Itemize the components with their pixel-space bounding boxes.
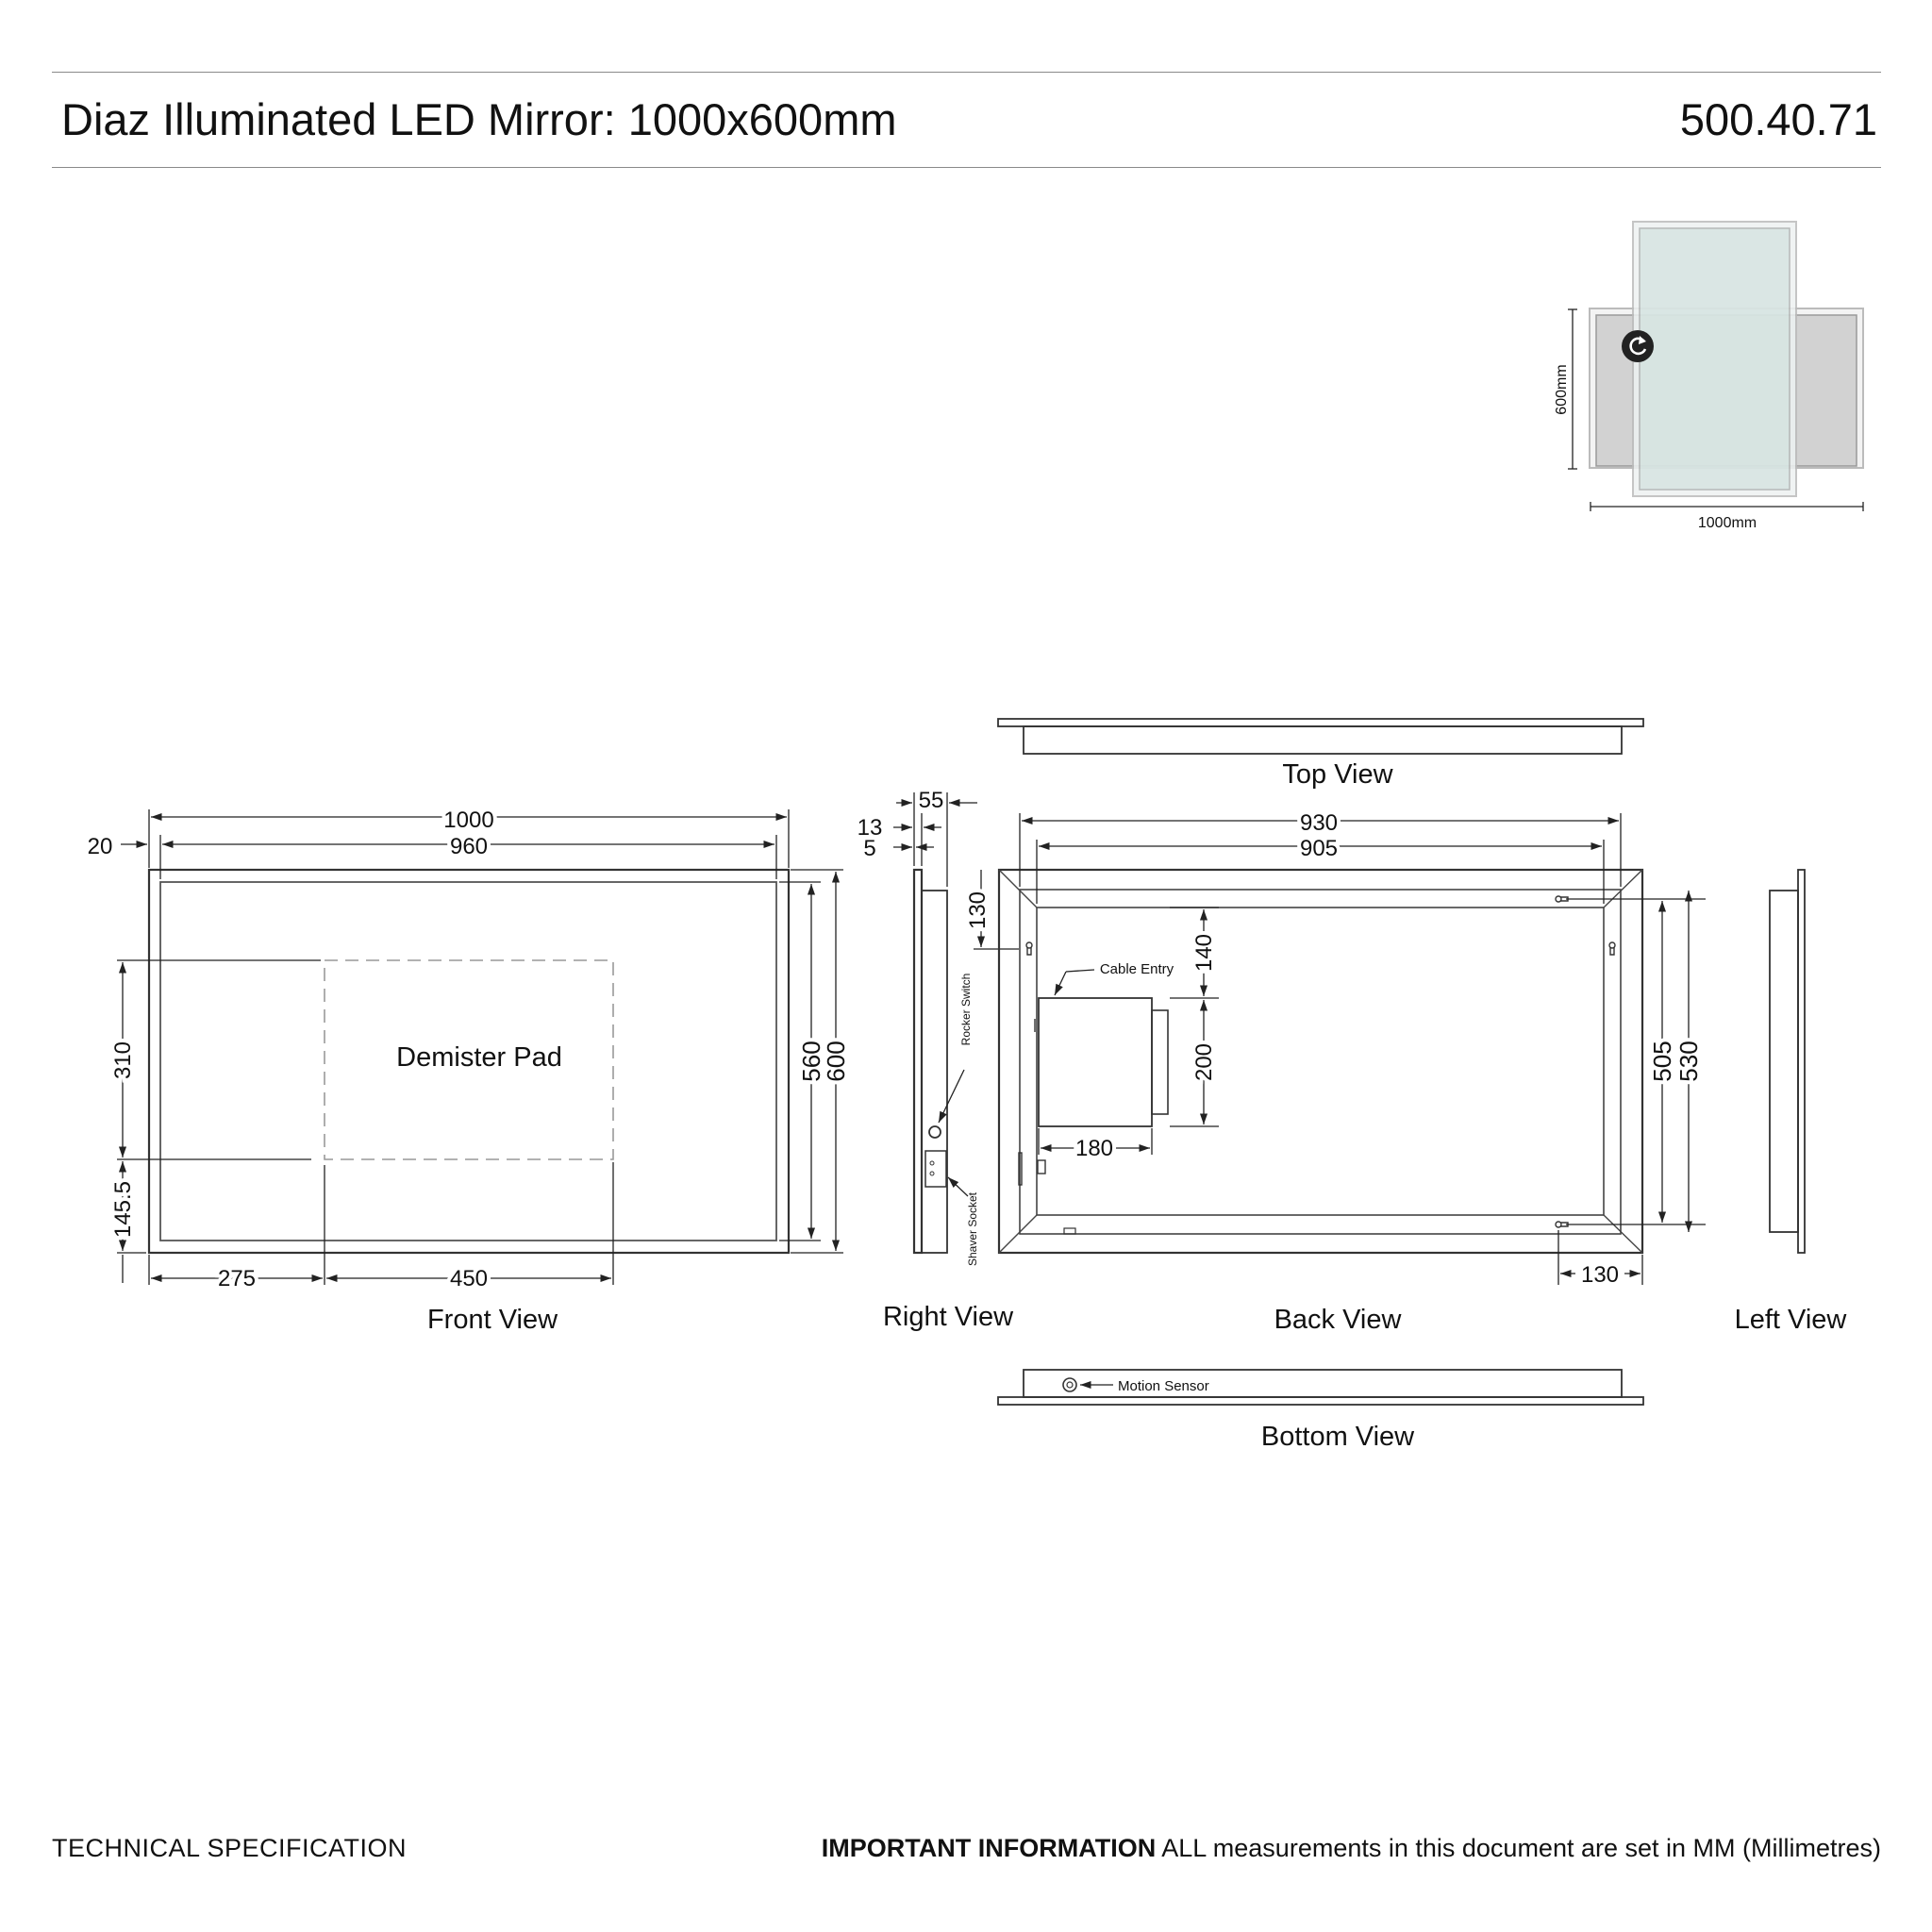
dim-back-inner-width: 905 [1300, 836, 1338, 861]
dim-pad-width: 450 [450, 1266, 488, 1291]
product-code: 500.40.71 [1679, 94, 1877, 144]
dim-pad-offset-left: 275 [218, 1266, 256, 1291]
footer-spec-label: TECHNICAL SPECIFICATION [52, 1834, 408, 1862]
footer-important-heading: IMPORTANT INFORMATION [821, 1834, 1157, 1862]
orientation-thumbnail: 600mm 1000mm [1554, 221, 1864, 531]
right-view-caption: Right View [883, 1302, 1014, 1332]
demister-pad [324, 959, 614, 1160]
rocker-switch [928, 1125, 941, 1139]
front-view: Demister Pad 1000 960 20 310 145.5 [88, 804, 854, 1335]
dim-back-inner-height: 505 [1648, 1041, 1676, 1081]
demister-pad-label: Demister Pad [396, 1042, 562, 1073]
page-title: Diaz Illuminated LED Mirror: 1000x600mm [61, 94, 897, 144]
motion-sensor [1062, 1377, 1077, 1392]
dim-inner-height: 560 [797, 1041, 825, 1081]
bottom-view: Motion Sensor Bottom View [997, 1369, 1644, 1452]
dim-glass: 5 [863, 836, 875, 861]
left-view: Left View [1735, 869, 1848, 1335]
back-view: Cable Entry 930 905 140 200 180 505 530 [997, 807, 1707, 1335]
motion-sensor-label: Motion Sensor [1118, 1378, 1209, 1394]
top-view: Top View [997, 718, 1644, 790]
top-view-caption: Top View [1282, 759, 1393, 790]
bottom-view-caption: Bottom View [1261, 1422, 1415, 1452]
back-view-caption: Back View [1274, 1305, 1403, 1335]
shaver-socket-label: Shaver Socket [966, 1191, 979, 1266]
footer-important-text: ALL measurements in this document are se… [1156, 1834, 1881, 1862]
thumb-width-label: 1000mm [1698, 515, 1757, 531]
dim-box-height: 200 [1191, 1043, 1217, 1081]
front-view-caption: Front View [427, 1305, 558, 1335]
dim-frame: 13 [858, 815, 883, 841]
header-top-rule [52, 72, 1881, 73]
dim-right-offset: 130 [1581, 1262, 1619, 1288]
dim-top-offset: 130 [965, 891, 991, 929]
dim-box-top: 140 [1191, 934, 1217, 972]
left-view-caption: Left View [1735, 1305, 1848, 1335]
header-bottom-rule [52, 167, 1881, 168]
hanger-slot [1025, 895, 1616, 1228]
footer-important-info: IMPORTANT INFORMATION ALL measurements i… [822, 1834, 1881, 1863]
right-view: 55 13 5 130 Rocker Switch Shaver Socket … [858, 788, 1019, 1332]
dim-pad-height: 310 [110, 1041, 136, 1079]
thumb-height-label: 600mm [1554, 364, 1570, 414]
driver-box [1038, 997, 1153, 1127]
dim-overall-height: 600 [822, 1041, 850, 1081]
dim-depth: 55 [919, 788, 944, 813]
cable-entry-label: Cable Entry [1100, 961, 1174, 977]
dim-box-width: 180 [1075, 1136, 1113, 1161]
dim-overall-width: 1000 [443, 808, 493, 833]
dim-outer-width: 930 [1300, 810, 1338, 836]
dim-pad-offset-bottom: 145.5 [110, 1181, 136, 1238]
dim-border: 20 [88, 834, 113, 859]
rotate-icon[interactable] [1622, 330, 1654, 362]
dim-inner-width: 960 [450, 834, 488, 859]
dim-back-outer-height: 530 [1674, 1041, 1703, 1081]
rocker-switch-label: Rocker Switch [959, 974, 973, 1046]
shaver-socket [924, 1150, 947, 1188]
